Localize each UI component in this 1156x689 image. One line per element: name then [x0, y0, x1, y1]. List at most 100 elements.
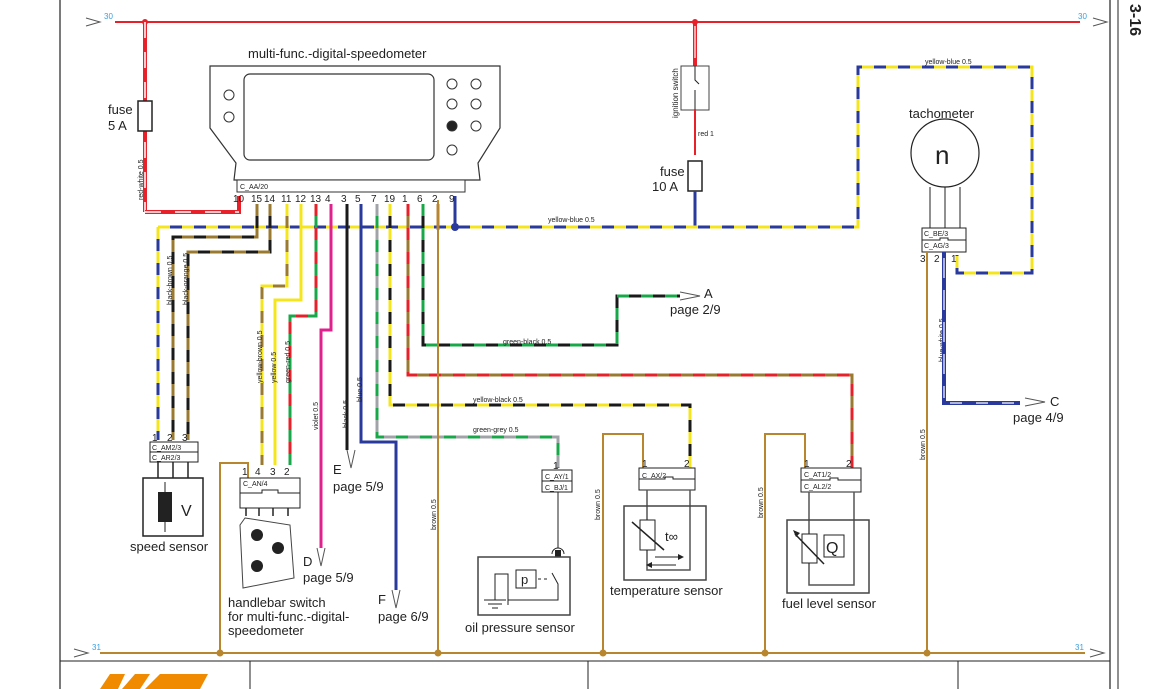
wire-label: green-black 0.5	[503, 339, 551, 346]
handlebar-title: speedometer	[228, 623, 305, 638]
fuel-level-sensor	[764, 433, 870, 653]
ignition-switch-label: ignition switch	[671, 68, 680, 118]
pin-label: 1	[553, 461, 559, 472]
wire-brown-red-stripe	[406, 204, 854, 468]
pin-label: 1	[951, 254, 957, 265]
wire-yellow-brown-stripe	[260, 204, 289, 465]
wire-green-grey	[375, 204, 560, 468]
speedometer-pin: 4	[325, 194, 331, 205]
speedometer	[209, 65, 501, 193]
indicator-temp-icon	[470, 98, 482, 110]
connector-label: C_AN/4	[243, 481, 268, 488]
wire-green-red-stripe	[288, 204, 318, 465]
ref-page-a: page 2/9	[670, 302, 721, 317]
connector-label: C_AT1/2	[804, 472, 831, 479]
pin-label: 2	[684, 459, 690, 470]
speedometer-pin: 15	[251, 194, 263, 205]
speedometer-pin: 2	[432, 194, 438, 205]
rail-31-arrow-right	[1089, 648, 1106, 658]
wire-yellow-black	[388, 204, 692, 468]
wire-label: brown 0.5	[920, 429, 927, 460]
wire-label: black-orange 0.5	[183, 253, 190, 305]
wire-green-black-stripe	[421, 204, 680, 347]
pin-label: 2	[167, 433, 173, 444]
pin-label: 3	[270, 467, 276, 478]
wire-label: black-brown 0.5	[167, 255, 174, 305]
ref-arrow-d	[316, 547, 326, 567]
fuse-5a	[137, 100, 153, 132]
oil-pressure-sensor	[437, 200, 573, 653]
indicator-high-beam-icon	[446, 78, 458, 90]
speed-sensor-symbol: V	[181, 503, 192, 520]
pin-label: 2	[934, 254, 940, 265]
connector-label: C_BE/3	[924, 231, 948, 238]
wire-label: yellow 0.5	[271, 352, 278, 383]
speed-sensor-title: speed sensor	[130, 539, 209, 554]
wire-green-black	[421, 204, 680, 347]
wire-black-orange-stripe	[186, 204, 272, 440]
wire-blue	[359, 204, 398, 590]
pin-label: 2	[284, 467, 290, 478]
ref-page-f: page 6/9	[378, 609, 429, 624]
speedometer-pin: 9	[449, 194, 455, 205]
wire-violet	[319, 204, 333, 548]
ref-arrow-c	[1024, 397, 1046, 407]
pin-label: 3	[920, 254, 926, 265]
connector-label: C_AL2/2	[804, 484, 831, 491]
pin-label: 4	[255, 467, 261, 478]
ktm-logo	[100, 674, 208, 689]
wire-label: black 0.5	[343, 400, 350, 428]
wire-black-brown-stripe	[171, 204, 259, 440]
handlebar-switch	[219, 462, 301, 653]
speedometer-display	[243, 73, 435, 161]
connector-label: C_AM2/3	[152, 445, 181, 452]
tachometer	[910, 118, 1020, 653]
connector-label: C_AG/3	[924, 243, 949, 250]
rail-31-label-left: 31	[92, 643, 101, 652]
wire-yellow-blue	[156, 65, 1034, 440]
rail-31-arrow-left	[73, 648, 90, 658]
wire-label: yellow-blue 0.5	[925, 59, 972, 66]
wire-label: green-red 0.5	[285, 341, 292, 383]
speedometer-button[interactable]	[223, 111, 235, 123]
wire-label: red 1	[698, 131, 714, 138]
harness	[171, 204, 854, 590]
ref-arrow-e	[346, 449, 356, 469]
speedometer-pin: 3	[341, 194, 347, 205]
speedometer-pin: 5	[355, 194, 361, 205]
speedometer-pin: 11	[281, 194, 292, 205]
rail-31-label-right: 31	[1075, 643, 1084, 652]
fuse-5a-rating: 5 A	[108, 118, 127, 133]
page-number: 3-16	[1126, 4, 1143, 36]
oil-title: oil pressure sensor	[465, 620, 575, 635]
speedometer-pin: 6	[417, 194, 423, 205]
ref-letter-d: D	[303, 554, 312, 569]
wire-label: brown 0.5	[595, 489, 602, 520]
speedometer-button[interactable]	[223, 89, 235, 101]
speedometer-title: multi-func.-digital-speedometer	[248, 46, 427, 61]
pin-label: 2	[846, 459, 852, 470]
wire-yellow	[273, 204, 303, 465]
wire-yellow-black-stripe	[388, 204, 692, 468]
connector-label: C_BJ/1	[545, 485, 568, 492]
speedometer-connector: C_AA/20	[240, 184, 268, 191]
temp-symbol: t∞	[665, 529, 678, 544]
rail-30-label-left: 30	[104, 12, 113, 21]
ref-arrow-a	[679, 291, 701, 301]
ref-page-d: page 5/9	[303, 570, 354, 585]
indicator-fuel-icon	[446, 120, 458, 132]
indicator-oil-icon	[446, 98, 458, 110]
wire-black-brown	[171, 204, 259, 440]
wire-label: violet 0.5	[313, 402, 320, 430]
speedometer-pin: 19	[384, 194, 396, 205]
rail-30-arrow-right	[1092, 17, 1109, 27]
connector-label: C_AY/1	[545, 474, 569, 481]
rail-30-arrow-left	[85, 17, 102, 27]
speedometer-pin: 1	[402, 194, 408, 205]
handlebar-title: for multi-func.-digital-	[228, 609, 349, 624]
fuse-10a-label: fuse	[660, 164, 685, 179]
wire-label: green-grey 0.5	[473, 427, 519, 434]
pin-label: 1	[242, 467, 248, 478]
wire-label: brown 0.5	[758, 487, 765, 518]
